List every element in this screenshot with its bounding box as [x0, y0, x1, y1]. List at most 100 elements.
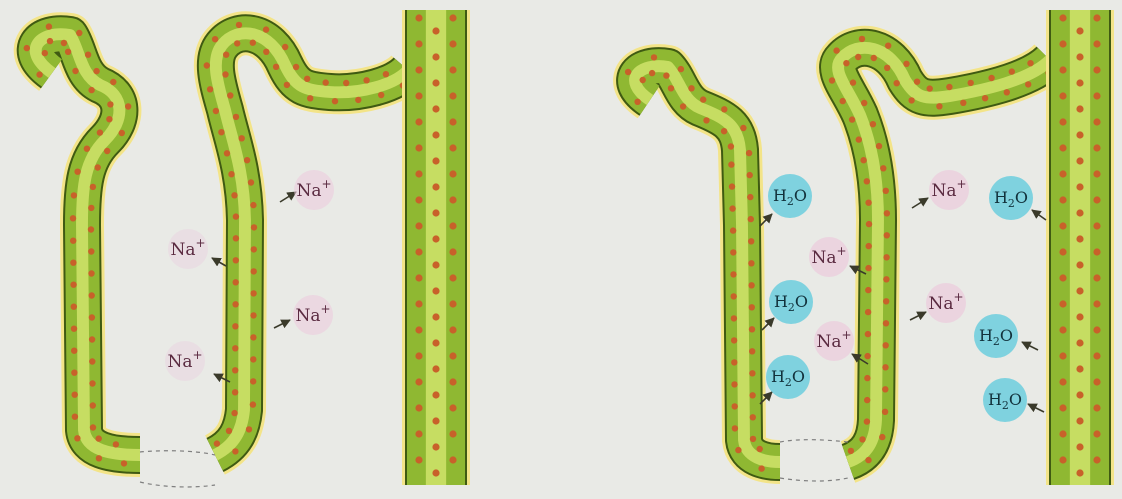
- cell-nucleus-dot: [1059, 222, 1066, 229]
- cell-nucleus-dot: [449, 92, 456, 99]
- cell-nucleus-dot: [74, 169, 80, 175]
- cell-nucleus-dot: [1059, 430, 1066, 437]
- cell-nucleus-dot: [731, 359, 737, 365]
- cell-nucleus-dot: [721, 106, 727, 112]
- cell-nucleus-dot: [307, 95, 313, 101]
- cell-nucleus-dot: [864, 397, 870, 403]
- cell-nucleus-dot: [449, 144, 456, 151]
- transport-arrow: [1022, 342, 1038, 350]
- cell-nucleus-dot: [415, 456, 422, 463]
- cell-nucleus-dot: [1093, 14, 1100, 21]
- cell-nucleus-dot: [88, 87, 94, 93]
- cell-nucleus-dot: [750, 436, 756, 442]
- cell-nucleus-dot: [125, 103, 131, 109]
- cell-nucleus-dot: [250, 202, 256, 208]
- cell-nucleus-dot: [860, 157, 866, 163]
- cell-nucleus-dot: [304, 76, 310, 82]
- left-ion-na-4: Na+: [165, 341, 205, 381]
- cell-nucleus-dot: [721, 128, 727, 134]
- cell-nucleus-dot: [449, 248, 456, 255]
- cell-nucleus-dot: [432, 339, 439, 346]
- cell-nucleus-dot: [748, 260, 754, 266]
- cell-nucleus-dot: [415, 170, 422, 177]
- cell-nucleus-dot: [864, 353, 870, 359]
- cell-nucleus-dot: [214, 440, 220, 446]
- cell-nucleus-dot: [750, 414, 756, 420]
- cell-nucleus-dot: [1059, 14, 1066, 21]
- cell-nucleus-dot: [415, 196, 422, 203]
- cell-nucleus-dot: [250, 378, 256, 384]
- transport-arrow: [280, 192, 296, 202]
- right-ion-water-3: H2O: [766, 355, 810, 399]
- cell-nucleus-dot: [88, 270, 94, 276]
- cell-nucleus-dot: [866, 243, 872, 249]
- cell-nucleus-dot: [415, 66, 422, 73]
- cell-nucleus-dot: [233, 213, 239, 219]
- cell-nucleus-dot: [234, 40, 240, 46]
- cell-nucleus-dot: [70, 238, 76, 244]
- cell-nucleus-dot: [415, 404, 422, 411]
- cell-nucleus-dot: [218, 129, 224, 135]
- cell-nucleus-dot: [1004, 89, 1010, 95]
- cell-nucleus-dot: [634, 99, 640, 105]
- cell-nucleus-dot: [231, 410, 237, 416]
- cell-nucleus-dot: [1059, 352, 1066, 359]
- cell-nucleus-dot: [250, 40, 256, 46]
- cell-nucleus-dot: [1093, 66, 1100, 73]
- cell-nucleus-dot: [449, 222, 456, 229]
- cell-nucleus-dot: [233, 257, 239, 263]
- cell-nucleus-dot: [222, 71, 228, 77]
- cell-nucleus-dot: [449, 456, 456, 463]
- cell-nucleus-dot: [432, 235, 439, 242]
- cell-nucleus-dot: [1093, 274, 1100, 281]
- cell-nucleus-dot: [1059, 40, 1066, 47]
- cell-nucleus-dot: [65, 49, 71, 55]
- cell-nucleus-dot: [93, 68, 99, 74]
- cell-nucleus-dot: [415, 248, 422, 255]
- cell-nucleus-dot: [432, 53, 439, 60]
- cell-nucleus-dot: [250, 312, 256, 318]
- cell-nucleus-dot: [432, 391, 439, 398]
- cell-nucleus-dot: [1093, 404, 1100, 411]
- cell-nucleus-dot: [432, 287, 439, 294]
- cell-nucleus-dot: [233, 114, 239, 120]
- cell-nucleus-dot: [207, 86, 213, 92]
- cell-nucleus-dot: [668, 85, 674, 91]
- cell-nucleus-dot: [415, 144, 422, 151]
- cell-nucleus-dot: [36, 71, 42, 77]
- cell-nucleus-dot: [758, 465, 764, 471]
- cell-nucleus-dot: [1059, 378, 1066, 385]
- cell-nucleus-dot: [1093, 248, 1100, 255]
- cell-nucleus-dot: [728, 161, 734, 167]
- cell-nucleus-dot: [90, 184, 96, 190]
- right-ion-na-2: Na+: [814, 321, 854, 361]
- cell-nucleus-dot: [72, 392, 78, 398]
- cell-nucleus-dot: [273, 64, 279, 70]
- cell-nucleus-dot: [740, 125, 746, 131]
- cell-nucleus-dot: [227, 92, 233, 98]
- cell-nucleus-dot: [749, 326, 755, 332]
- cell-nucleus-dot: [1076, 131, 1083, 138]
- cell-nucleus-dot: [449, 66, 456, 73]
- cell-nucleus-dot: [1059, 300, 1066, 307]
- cell-nucleus-dot: [757, 446, 763, 452]
- cell-nucleus-dot: [47, 38, 53, 44]
- left-collecting-duct: [415, 10, 456, 485]
- cell-nucleus-dot: [250, 334, 256, 340]
- cell-nucleus-dot: [74, 435, 80, 441]
- cell-nucleus-dot: [46, 23, 52, 29]
- cell-nucleus-dot: [70, 282, 76, 288]
- cell-nucleus-dot: [1076, 365, 1083, 372]
- cell-nucleus-dot: [415, 274, 422, 281]
- cell-nucleus-dot: [251, 246, 257, 252]
- cell-nucleus-dot: [884, 65, 890, 71]
- cell-nucleus-dot: [1059, 274, 1066, 281]
- cell-nucleus-dot: [284, 82, 290, 88]
- cell-nucleus-dot: [859, 436, 865, 442]
- cell-nucleus-dot: [415, 118, 422, 125]
- cell-nucleus-dot: [415, 92, 422, 99]
- cell-nucleus-dot: [432, 443, 439, 450]
- cell-nucleus-dot: [251, 224, 257, 230]
- cell-nucleus-dot: [988, 75, 994, 81]
